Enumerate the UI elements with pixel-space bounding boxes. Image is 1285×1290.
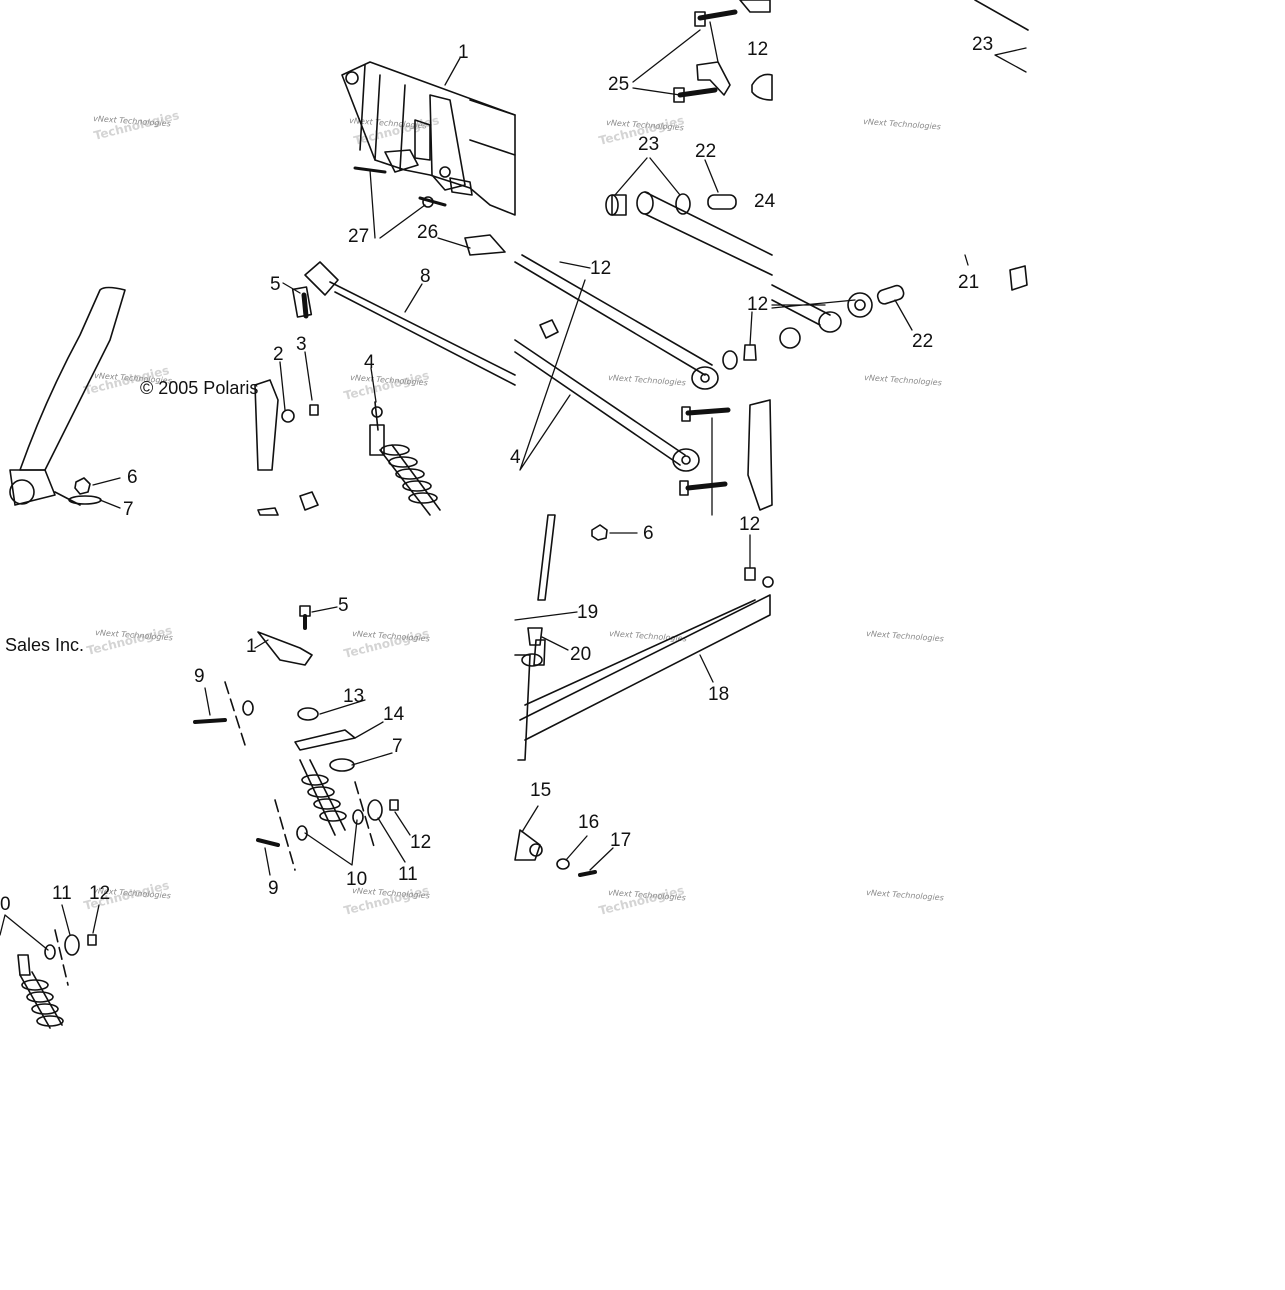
callout: 12 bbox=[89, 883, 110, 904]
bolts-pair-center bbox=[679, 399, 773, 511]
tie-rod-8 bbox=[291, 261, 516, 386]
callout: 17 bbox=[610, 830, 631, 851]
callout: 1 bbox=[458, 42, 469, 63]
callout: 12 bbox=[747, 39, 768, 60]
callout: 13 bbox=[343, 686, 364, 707]
callout: 20 bbox=[570, 644, 591, 665]
callout-numbers: 1 25 12 23 22 24 23 27 26 5 8 12 12 22 2… bbox=[0, 34, 993, 915]
watermark-small: vNext Technologies bbox=[866, 629, 944, 643]
callout: 6 bbox=[643, 523, 654, 544]
callout: 25 bbox=[608, 74, 629, 95]
callout: 2 bbox=[273, 344, 284, 365]
callout: 23 bbox=[972, 34, 993, 55]
callout: 22 bbox=[695, 141, 716, 162]
callout: 4 bbox=[364, 352, 375, 373]
callout: 19 bbox=[577, 602, 598, 623]
callout: 12 bbox=[410, 832, 431, 853]
callout: 6 bbox=[127, 467, 138, 488]
callout: 0 bbox=[0, 894, 11, 915]
leader-lines bbox=[0, 21, 1027, 951]
bushing-set-right bbox=[722, 0, 1029, 370]
callout: 11 bbox=[52, 883, 72, 904]
frame-bracket bbox=[341, 61, 516, 216]
watermark-small: vNext Technologies bbox=[608, 373, 686, 387]
bushing-set-upper bbox=[605, 191, 773, 276]
callout: 8 bbox=[420, 266, 431, 287]
shock-absorber-4 bbox=[369, 401, 441, 516]
shock-absorber-lower bbox=[17, 929, 97, 1029]
callout: 14 bbox=[383, 704, 405, 725]
callout: 12 bbox=[747, 294, 768, 315]
callout: 26 bbox=[417, 222, 438, 243]
callout: 24 bbox=[754, 191, 776, 212]
watermark-small: vNext Technologies bbox=[866, 888, 944, 902]
copyright-line1: © 2005 Polaris bbox=[140, 378, 258, 398]
callout: 12 bbox=[590, 258, 611, 279]
callout: 27 bbox=[348, 226, 369, 247]
callout: 12 bbox=[739, 514, 760, 535]
callout: 7 bbox=[392, 736, 403, 757]
nut-6-left bbox=[68, 477, 102, 505]
bolt-5-top bbox=[301, 292, 309, 319]
watermark-small: vNext Technologies bbox=[863, 117, 941, 131]
callout: 16 bbox=[578, 812, 599, 833]
callout: 5 bbox=[270, 274, 281, 295]
callout: 15 bbox=[530, 780, 551, 801]
copyright-line2: Sales Inc. bbox=[5, 635, 84, 655]
callout: 22 bbox=[912, 331, 933, 352]
upper-a-arm bbox=[514, 254, 719, 472]
line-art bbox=[0, 0, 1029, 1029]
callout: 10 bbox=[346, 869, 367, 890]
callout: 9 bbox=[194, 666, 205, 687]
callout: 3 bbox=[296, 334, 307, 355]
bracket-26 bbox=[464, 234, 506, 256]
steering-post bbox=[9, 286, 126, 506]
steering-knuckle bbox=[254, 379, 319, 516]
callout: 7 bbox=[123, 499, 134, 520]
callout: 1 bbox=[246, 636, 257, 657]
callout: 18 bbox=[708, 684, 729, 705]
callout: 5 bbox=[338, 595, 349, 616]
callout: 11 bbox=[398, 864, 418, 885]
callout: 21 bbox=[958, 272, 979, 293]
callout: 4 bbox=[510, 447, 521, 468]
lower-linkage bbox=[193, 605, 399, 871]
watermark-layer: Technologies vNext Technologies Technolo… bbox=[82, 108, 944, 918]
callout: 9 bbox=[268, 878, 279, 899]
lower-a-arm bbox=[514, 514, 774, 877]
watermark-small: vNext Technologies bbox=[864, 373, 942, 387]
callout: 23 bbox=[638, 134, 659, 155]
